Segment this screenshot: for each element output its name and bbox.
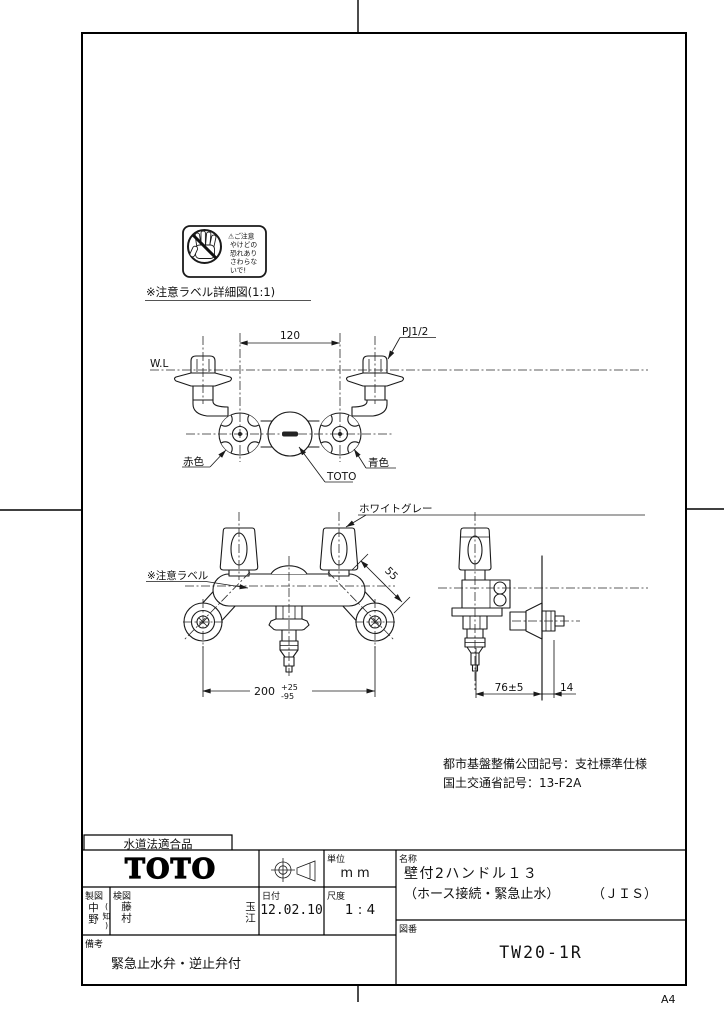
color-label: ホワイトグレー (359, 502, 433, 515)
remarks-label: 備考 (85, 940, 104, 950)
caution-label: ※注意ラベル (147, 569, 208, 582)
front-view: 55 200 +25 -95 ホワイトグレー ※注意ラベル (146, 502, 645, 701)
unit-label: 単位 (327, 855, 346, 865)
dim-200: 200 (254, 685, 275, 698)
hot-label: 赤色 (183, 455, 204, 468)
sheet-frame (0, 0, 724, 1002)
paper-size-label: A4 (661, 993, 676, 1006)
date-value: 12.02.10 (260, 903, 323, 918)
warning-label-detail: ⚠ご注意 やけどの 恐れあり さわらな いで! ※注意ラベル詳細図(1:1) (145, 225, 311, 301)
top-view: 120 W.L PJ1/2 赤色 青色 TOTO (150, 326, 648, 483)
drafter-label: 製図 (85, 892, 104, 902)
warning-line: さわらな (230, 258, 257, 266)
projection-symbol-icon (271, 858, 316, 882)
warning-line: いで! (230, 267, 246, 275)
checker-name-2: 玉江 (244, 901, 256, 924)
warning-line: やけどの (230, 241, 257, 249)
product-name-standard: （ＪＩＳ） (592, 887, 658, 902)
drafter-name-main: 中野 (87, 902, 99, 925)
number-label: 図番 (399, 925, 418, 935)
prohibition-circle-icon (187, 229, 222, 264)
warning-line: ⚠ご注意 (228, 232, 255, 241)
brand-logo: TOTO (124, 853, 217, 885)
dim-14: 14 (560, 682, 574, 694)
drafter-name: 中野 (知) (86, 902, 112, 931)
remarks-value: 緊急止水弁・逆止弁付 (111, 957, 242, 972)
drawing-number: TW20-1R (499, 942, 583, 962)
drafter-name-sub: (知) (102, 902, 111, 931)
note-public-corp: 都市基盤整備公団記号：支社標準仕様 (443, 757, 648, 771)
product-name-line2: （ホース接続・緊急止水） (404, 887, 560, 902)
cold-label: 青色 (368, 456, 389, 469)
side-view: 76±5 14 (438, 512, 648, 701)
unit-value: mm (340, 866, 374, 881)
name-label: 名称 (399, 855, 418, 865)
scale-value: 1 : 4 (344, 902, 376, 918)
prohibition-bar-icon (191, 233, 218, 260)
warning-line: 恐れあり (230, 250, 257, 258)
product-name-line1: 壁付2ハンドル１３ (404, 866, 539, 882)
dim-76: 76±5 (495, 682, 524, 694)
warning-detail-caption: ※注意ラベル詳細図(1:1) (146, 285, 275, 299)
thread-label: PJ1/2 (402, 326, 428, 338)
brand-mark-label: TOTO (326, 471, 356, 483)
dim-55: 55 (382, 565, 400, 583)
date-label: 日付 (262, 892, 281, 902)
dim-200-tol-minus: -95 (281, 692, 294, 701)
certification-tab: 水道法適合品 (123, 837, 193, 851)
wall-line-label: W.L (150, 358, 169, 370)
checker-label: 検図 (113, 892, 132, 902)
scale-label: 尺度 (327, 892, 346, 902)
title-block-grid (82, 834, 686, 985)
dim-200-tol-plus: +25 (281, 683, 298, 692)
dim-120: 120 (280, 330, 300, 342)
checker-name-1: 藤村 (120, 901, 132, 924)
note-ministry: 国土交通省記号：13-F2A (443, 776, 582, 790)
